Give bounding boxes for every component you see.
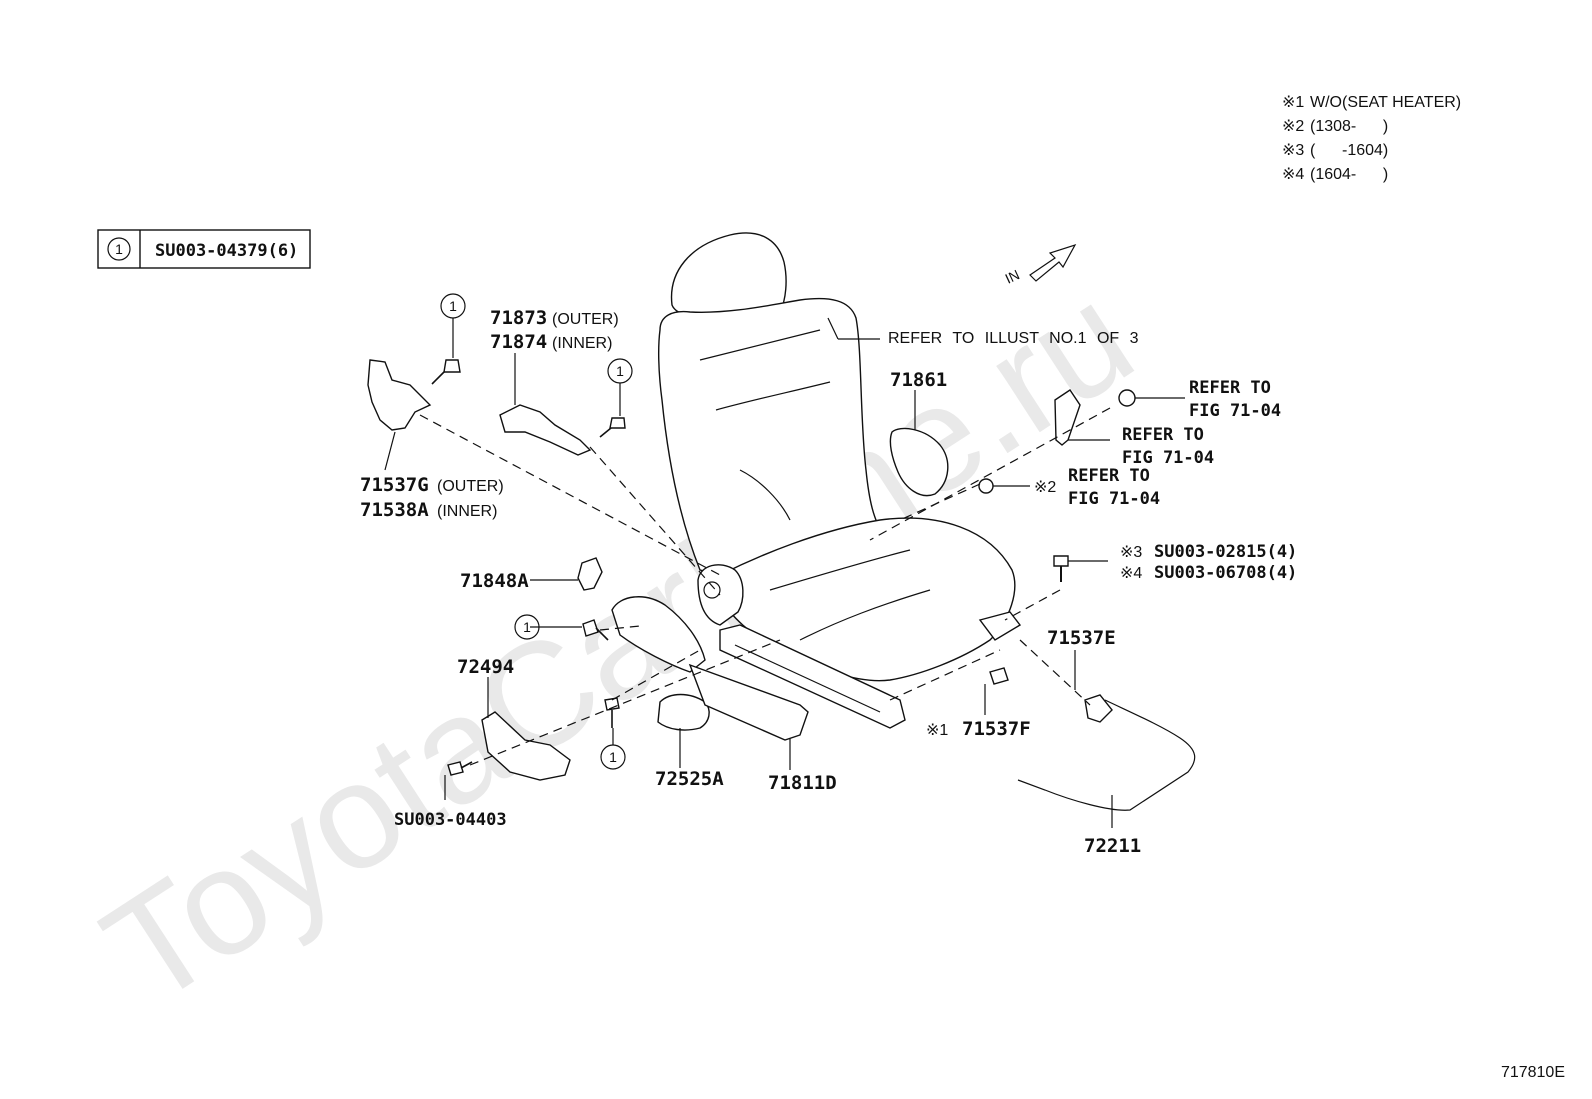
bolt-icon [431, 359, 461, 385]
label-71537g: 71537G [360, 474, 429, 496]
label-bolt-b: SU003-06708(4) [1154, 563, 1297, 583]
cover-71861-icon [889, 427, 949, 497]
callout-circle-icon: 1 [607, 358, 633, 384]
label-72525a: 72525A [655, 768, 724, 790]
label-71874-suffix: (INNER) [552, 335, 612, 352]
wire-harness-72211-icon [1017, 699, 1196, 811]
label-refer-fig-c-mark: ※2 [1034, 479, 1056, 496]
svg-text:1: 1 [609, 749, 617, 765]
legend-part-number: SU003-04379(6) [155, 241, 298, 261]
label-72211: 72211 [1084, 835, 1141, 857]
direction-label: IN [1003, 266, 1022, 286]
block-71537f-icon [989, 667, 1009, 685]
note-mark-4: ※4 [1282, 166, 1304, 183]
label-71537e: 71537E [1047, 627, 1116, 649]
figure-id: 717810E [1501, 1064, 1565, 1081]
nut-icon [978, 478, 994, 494]
label-bolt-a-mark: ※3 [1120, 544, 1142, 561]
callout-circle-icon: 1 [440, 293, 466, 319]
label-refer-fig-b-1: REFER TO [1122, 425, 1204, 445]
label-refer-fig-a-1: REFER TO [1189, 378, 1271, 398]
label-71538a-suffix: (INNER) [437, 503, 497, 520]
bolt-icon [604, 697, 620, 728]
callout-circle-icon: 1 [514, 614, 540, 640]
label-refer-fig-c-1: REFER TO [1068, 466, 1150, 486]
callout-circle-icon: 1 [600, 744, 626, 770]
svg-text:1: 1 [616, 363, 624, 379]
label-71848a: 71848A [460, 570, 529, 592]
label-71537g-suffix: (OUTER) [437, 478, 504, 495]
shield-outer-icon [611, 596, 706, 673]
legend-box: 1 SU003-04379(6) [97, 229, 311, 269]
note-mark-2: ※2 [1282, 118, 1304, 135]
cover-71873-icon [499, 404, 592, 456]
label-refer-illust: REFER TO ILLUST NO.1 OF 3 [888, 330, 1139, 347]
pad-71537e-icon [1084, 694, 1113, 723]
bolt-icon [599, 417, 626, 438]
bolt-icon [582, 619, 609, 641]
label-su003-04403: SU003-04403 [394, 810, 507, 830]
label-71861: 71861 [890, 369, 947, 391]
label-refer-fig-c-2: FIG 71-04 [1068, 489, 1160, 509]
note-text-3: ( -1604) [1310, 142, 1388, 159]
bracket-71537g-icon [367, 359, 432, 431]
clip-71848a-icon [577, 557, 603, 591]
label-bolt-a: SU003-02815(4) [1154, 542, 1297, 562]
direction-arrow-icon: IN [1003, 243, 1077, 287]
label-71874: 71874 [490, 331, 547, 353]
cover-72525a-icon [657, 693, 710, 731]
legend-callout-icon [107, 237, 131, 261]
label-71873: 71873 [490, 307, 547, 329]
svg-text:1: 1 [523, 619, 531, 635]
legend-callout-number: 1 [115, 241, 123, 257]
note-mark-1: ※1 [1282, 94, 1304, 111]
cover-71811d-icon [688, 663, 809, 741]
note-mark-3: ※3 [1282, 142, 1304, 159]
label-71537f-mark: ※1 [926, 722, 948, 739]
label-bolt-b-mark: ※4 [1120, 565, 1142, 582]
note-text-4: (1604- ) [1310, 166, 1388, 183]
bolt-icon [447, 761, 473, 776]
label-71537f: 71537F [962, 718, 1031, 740]
bolt-icon [1053, 555, 1069, 582]
label-refer-fig-b-2: FIG 71-04 [1122, 448, 1214, 468]
notes-block: ※1 W/O(SEAT HEATER) ※2 (1308- ) ※3 ( -16… [1282, 94, 1461, 183]
label-71873-suffix: (OUTER) [552, 311, 619, 328]
label-72494: 72494 [457, 656, 514, 678]
label-refer-fig-a-2: FIG 71-04 [1189, 401, 1281, 421]
svg-text:1: 1 [449, 298, 457, 314]
label-71538a: 71538A [360, 499, 429, 521]
note-text-2: (1308- ) [1310, 118, 1388, 135]
seat-illustration [657, 232, 1022, 729]
nut-icon [1118, 389, 1136, 407]
cover-72494-icon [481, 711, 571, 781]
label-71811d: 71811D [768, 772, 837, 794]
note-text-1: W/O(SEAT HEATER) [1310, 94, 1461, 111]
